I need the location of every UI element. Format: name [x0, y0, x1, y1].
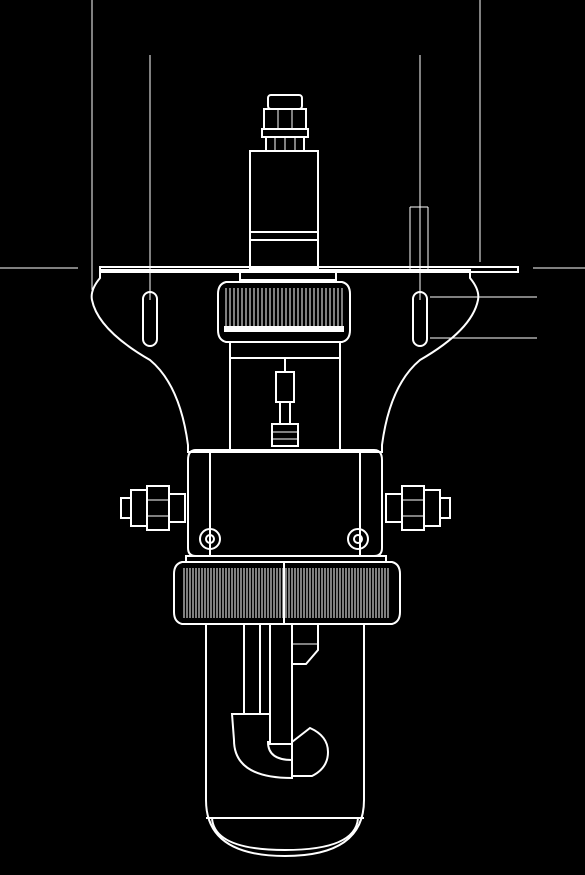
mounting-flange: [90, 269, 480, 453]
collection-bowl: [205, 624, 365, 858]
side-fitting-left: [120, 485, 186, 531]
sensor-head: [249, 150, 319, 270]
bolt-right: [347, 528, 369, 550]
knurled-ring: [173, 555, 401, 625]
coupling-nut: [217, 271, 351, 343]
probe-stem: [271, 358, 299, 447]
leader-lines: [0, 0, 585, 339]
side-fitting-right: [385, 485, 451, 531]
elbow-pipe: [230, 623, 330, 780]
slot-right: [412, 291, 428, 347]
bolt-left: [199, 528, 221, 550]
slot-left: [142, 291, 158, 347]
